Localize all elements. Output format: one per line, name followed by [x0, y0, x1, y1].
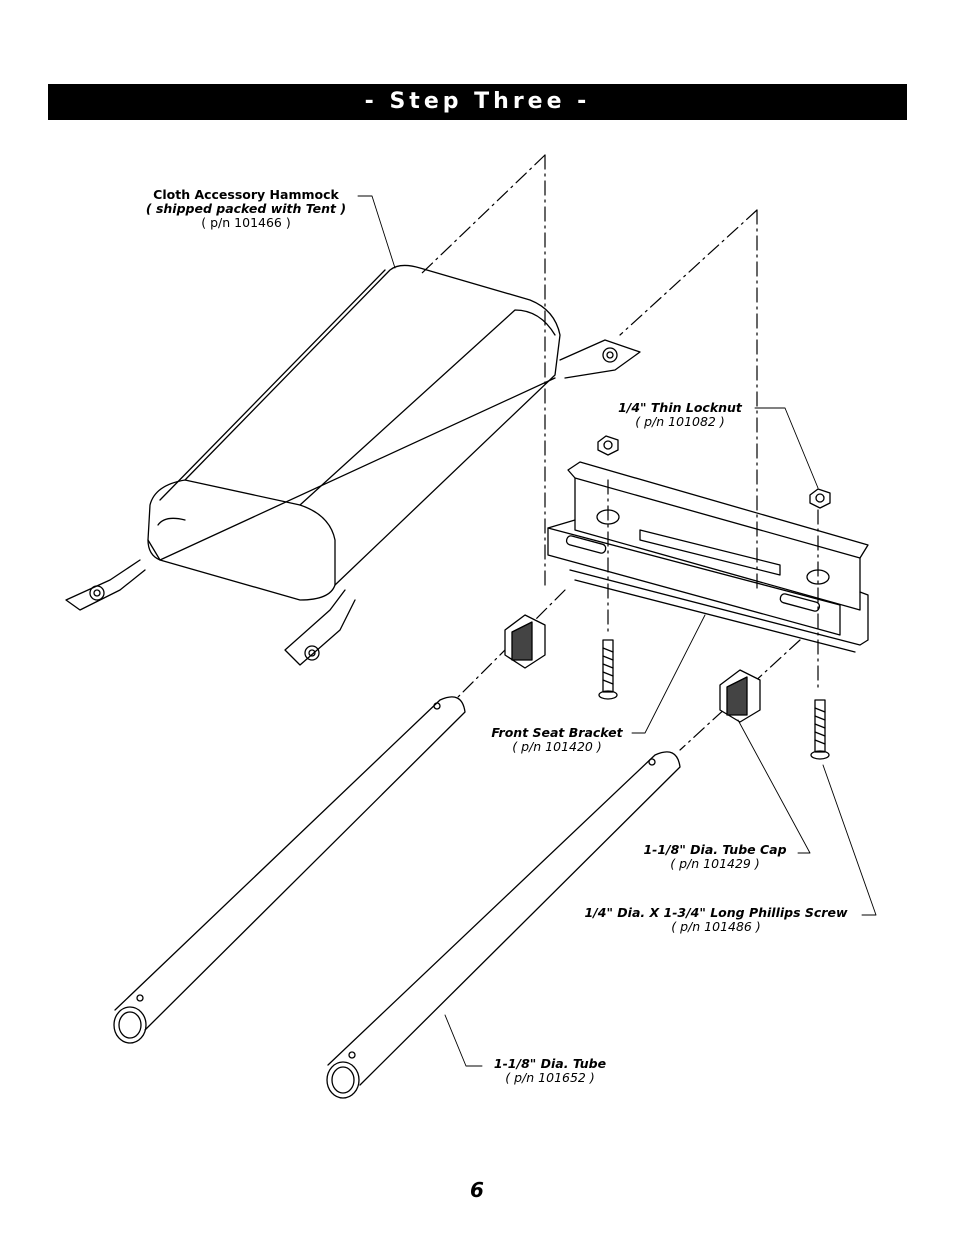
tube-cap-name: 1-1/8" Dia. Tube Cap [643, 842, 787, 857]
screw-name: 1/4" Dia. X 1-3/4" Long Phillips Screw [584, 905, 848, 920]
assembly-guide-lines [419, 154, 819, 751]
tube-name: 1-1/8" Dia. Tube [493, 1056, 607, 1071]
hammock-name: Cloth Accessory Hammock [153, 187, 339, 202]
bracket-name: Front Seat Bracket [491, 725, 623, 740]
step-title: - Step Three - [364, 89, 591, 114]
label-screw: 1/4" Dia. X 1-3/4" Long Phillips Screw (… [566, 906, 866, 934]
bracket-part-number: ( p/n 101420 ) [512, 739, 602, 754]
tube-cap-part-number: ( p/n 101429 ) [670, 856, 760, 871]
label-locknut: 1/4" Thin Locknut ( p/n 101082 ) [605, 401, 755, 429]
label-hammock: Cloth Accessory Hammock ( shipped packed… [136, 188, 356, 230]
leader-lines [357, 195, 877, 1067]
label-tube-cap: 1-1/8" Dia. Tube Cap ( p/n 101429 ) [630, 843, 800, 871]
front-seat-bracket-part [547, 461, 869, 653]
tube-part-number: ( p/n 101652 ) [505, 1070, 595, 1085]
label-front-seat-bracket: Front Seat Bracket ( p/n 101420 ) [482, 726, 632, 754]
locknut-part [597, 435, 831, 509]
tube-part [113, 696, 681, 1099]
tube-cap-part [504, 614, 761, 723]
locknut-name: 1/4" Thin Locknut [618, 400, 742, 415]
hammock-note: ( shipped packed with Tent ) [145, 201, 347, 216]
page-number: 6 [470, 1178, 484, 1202]
hammock-part [65, 264, 641, 666]
locknut-part-number: ( p/n 101082 ) [635, 414, 725, 429]
screw-part [598, 639, 830, 760]
step-title-banner: - Step Three - [48, 84, 907, 120]
label-tube: 1-1/8" Dia. Tube ( p/n 101652 ) [480, 1057, 620, 1085]
screw-part-number: ( p/n 101486 ) [671, 919, 761, 934]
hammock-part-number: ( p/n 101466 ) [201, 215, 291, 230]
